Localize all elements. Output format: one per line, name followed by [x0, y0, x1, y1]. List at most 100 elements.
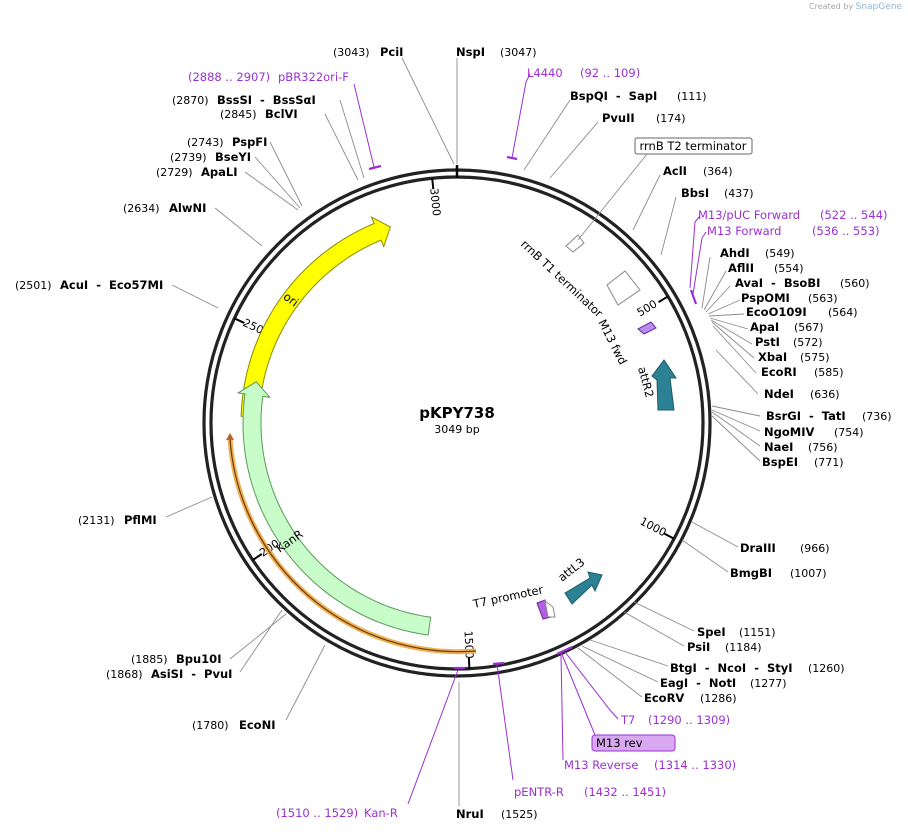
site-acli-pos: (364) [703, 165, 733, 178]
site-pspomi-pos: (563) [808, 292, 838, 305]
leader-m13-reverse [560, 653, 564, 761]
site-psti-pos: (572) [793, 336, 823, 349]
leader-pbr322ori-f [353, 83, 375, 168]
leader-eagi [581, 645, 659, 683]
rrnb-t2-label-box [634, 137, 753, 155]
rrnb-t2-terminator-arrow [565, 234, 585, 253]
leader-spei [633, 601, 695, 632]
tick-label: 1000 [638, 515, 669, 540]
primer-m13rev-box [591, 734, 676, 752]
leader-apai [709, 317, 749, 330]
primer-m13fwd-name: M13 Forward [707, 224, 781, 238]
tick-mark [657, 295, 669, 303]
site-psti-name: PstI [755, 335, 780, 349]
site-nrui-pos: (1525) [501, 808, 538, 821]
site-naei-pos: (756) [808, 441, 838, 454]
leader-bsssi [339, 99, 365, 179]
primer-m13puc-name: M13/pUC Forward [698, 208, 800, 222]
site-nspi-name: NspI [456, 45, 485, 59]
leader-xbai [711, 321, 755, 359]
site-xbai-pos: (575) [800, 351, 830, 364]
primer-pentr-range: (1432 .. 1451) [584, 785, 666, 799]
leader-econi [285, 644, 326, 721]
site-bsrgi-name: BsrGI - TatI [766, 409, 846, 423]
leader-bspei [711, 415, 761, 462]
leader-ahdi [701, 256, 711, 309]
leader-btgi [589, 639, 669, 667]
restriction-leaders [165, 57, 761, 806]
leader-ndei [715, 349, 759, 395]
watermark-prefix: Created by [809, 2, 854, 11]
tick-label: 500 [635, 297, 660, 319]
site-bseyi-name: BseYI [215, 150, 251, 164]
site-pvuii-pos: (174) [656, 112, 686, 125]
tick-mark [252, 553, 263, 561]
leader-pcii [401, 57, 455, 165]
site-psii-name: PsiI [687, 640, 710, 654]
leader-acli [632, 174, 661, 231]
leader-psti [710, 319, 753, 345]
primer-pbr322-range: (2888 .. 2907) [188, 70, 270, 84]
site-asisi-name: AsiSI - PvuI [151, 667, 232, 681]
site-econi-pos: (1780) [192, 719, 229, 732]
leader-ecoo109i [708, 313, 745, 317]
site-pvuii-name: PvuII [602, 111, 635, 125]
snapgene-brand: SnapGene [855, 2, 902, 12]
tick-mark [233, 317, 245, 324]
primer-m13reverse-range: (1314 .. 1330) [654, 758, 736, 772]
primer-m13puc-range: (522 .. 544) [820, 208, 888, 222]
leader-ecorv [577, 647, 643, 698]
site-ecoo109i-name: EcoO109I [746, 305, 807, 319]
site-eagi-pos: (1277) [750, 677, 787, 690]
leader-afli [703, 270, 727, 311]
primer-pentr-name: pENTR-R [514, 785, 564, 799]
site-ahdi-name: AhdI [720, 246, 750, 260]
pbr322ori-f-primer-mark [368, 164, 382, 171]
site-bmgbi-name: BmgBI [730, 566, 772, 580]
leader-asisi [239, 609, 283, 673]
site-btgi-name: BtgI - NcoI - StyI [670, 661, 793, 675]
site-spei-name: SpeI [697, 625, 726, 639]
site-avai-pos: (560) [840, 277, 870, 290]
site-draiii-name: DraIII [740, 541, 776, 555]
leader-t7 [564, 651, 619, 720]
site-ndei-name: NdeI [764, 387, 794, 401]
m13-fwd-label: M13 fwd [595, 317, 630, 367]
leader-kan-r [407, 669, 459, 805]
kan-r-primer-head [226, 433, 234, 440]
site-bspqi-pos: (111) [677, 90, 707, 103]
leader-pflmi [165, 496, 213, 518]
site-bspei-pos: (771) [814, 456, 844, 469]
rrnb-t1-label: rrnB T1 terminator [518, 237, 606, 320]
rrnb-t1-terminator-arrow [606, 270, 641, 306]
plasmid-name: pKPY738 [419, 404, 495, 422]
site-btgi-pos: (1260) [808, 662, 845, 675]
primer-m13reverse-name: M13 Reverse [564, 758, 638, 772]
leader-bspqi [523, 99, 571, 171]
primer-m13fwd-range: (536 .. 553) [812, 224, 880, 238]
site-psii-pos: (1184) [725, 641, 762, 654]
site-apai-pos: (567) [794, 321, 824, 334]
site-ahdi-pos: (549) [765, 247, 795, 260]
leader-bsrgi [711, 405, 761, 417]
tick-label: 3000 [427, 187, 443, 216]
site-pspomi-name: PspOMI [741, 291, 790, 305]
kanr-feature-arrow [236, 381, 432, 636]
leader-pvuii [549, 121, 599, 179]
leader-ngomiv [711, 409, 761, 432]
site-bbsi-name: BbsI [681, 186, 709, 200]
site-asisi-pos: (1868) [106, 668, 143, 681]
leader-l4440 [511, 73, 531, 159]
ori-feature-arrow [240, 215, 391, 418]
leader-apali [244, 171, 299, 211]
site-ndei-pos: (636) [810, 388, 840, 401]
site-alwni-pos: (2634) [123, 202, 160, 215]
site-pspfi-pos: (2743) [187, 136, 224, 149]
site-nrui-name: NruI [456, 807, 484, 821]
site-pcii-name: PciI [380, 45, 403, 59]
leader-bseyi [254, 156, 301, 209]
leader-m13-forward [692, 231, 707, 295]
primer-labels: L4440 (92 .. 109) M13/pUC Forward (522 .… [188, 66, 888, 820]
site-ngomiv-name: NgoMIV [764, 425, 814, 439]
